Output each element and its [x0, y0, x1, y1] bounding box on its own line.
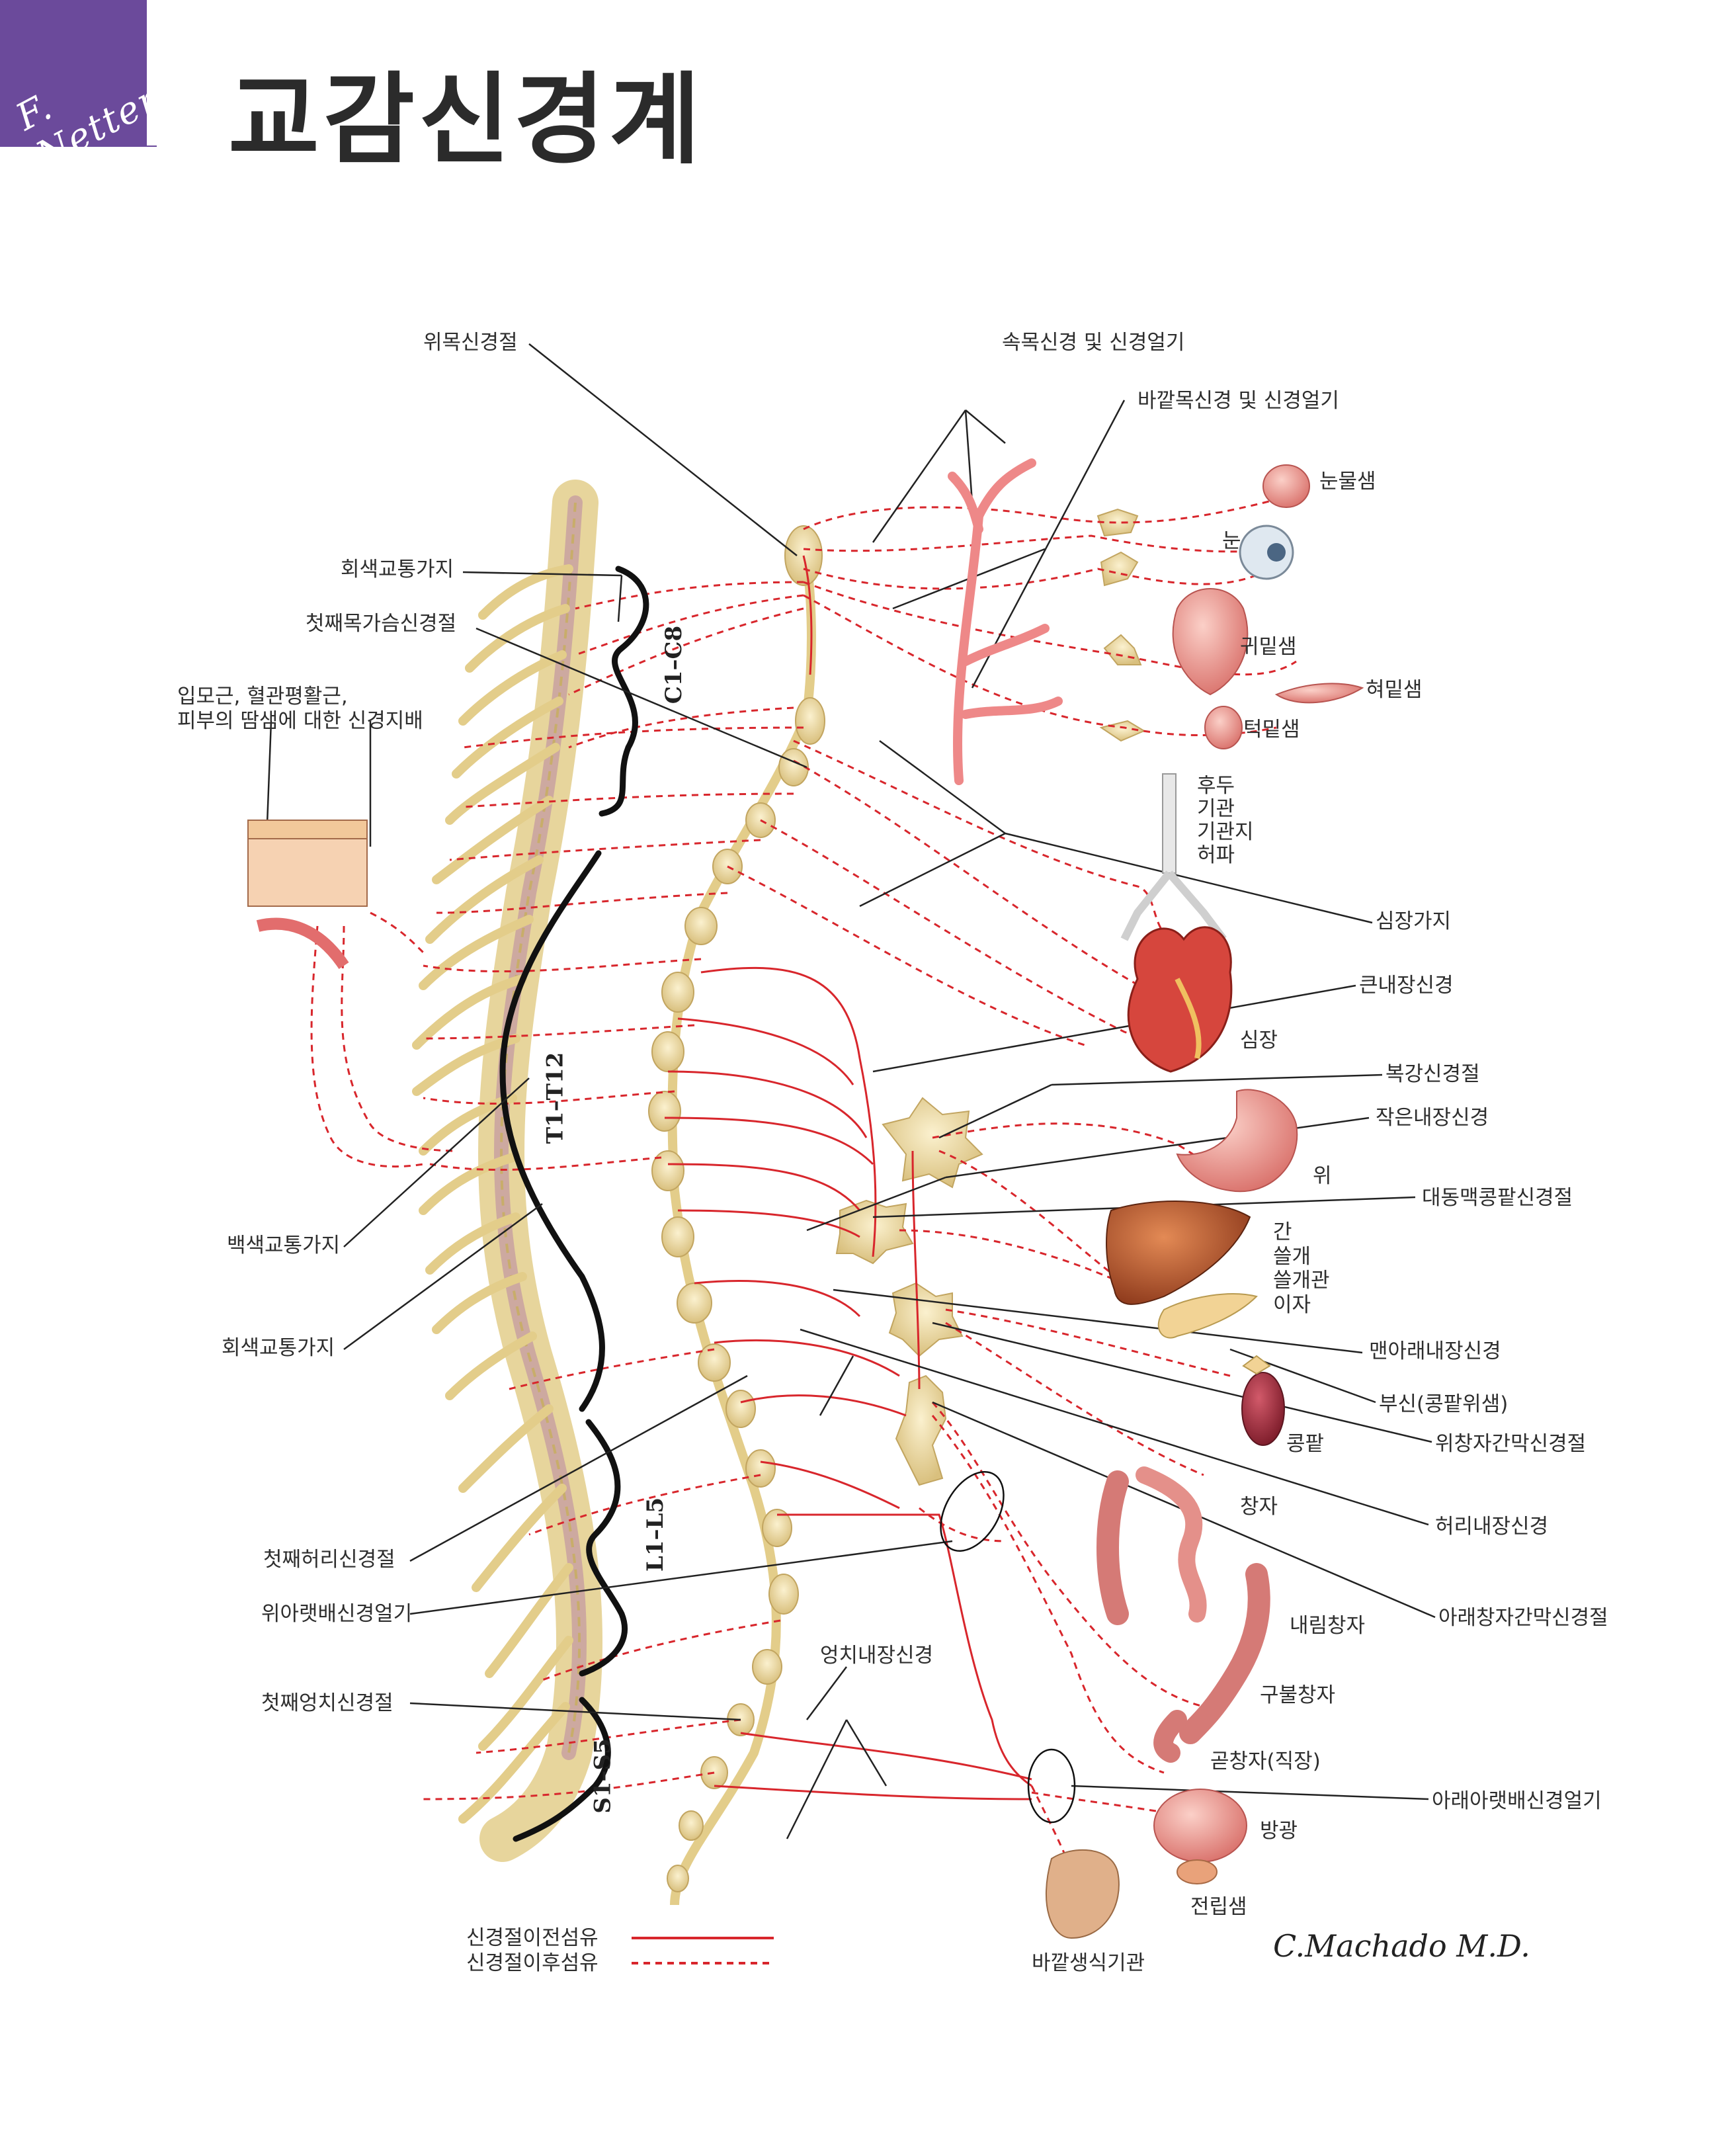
superior-mesenteric-shape	[888, 1282, 964, 1357]
pancreas-shape	[1157, 1293, 1258, 1339]
label-lesser-splanchnic: 작은내장신경	[1376, 1106, 1489, 1130]
label-trachea: 기관	[1197, 797, 1235, 821]
postganglionic-fibers	[310, 495, 1297, 1892]
label-gray-ramus-top: 회색교통가지	[341, 558, 454, 581]
label-internal-carotid: 속목신경 및 신경얼기	[1002, 331, 1185, 355]
segment-thoracic: T1–T12	[542, 1052, 569, 1144]
skin-block	[247, 820, 368, 970]
sympathetic-chain	[648, 525, 825, 1906]
submandibular-shape	[1204, 706, 1243, 749]
label-lacrimal: 눈물샘	[1319, 470, 1376, 493]
segment-lumbar: L1–L5	[642, 1497, 669, 1572]
label-sacral-splanchnic: 엉치내장신경	[820, 1644, 934, 1668]
label-first-sacral: 첫째엉치신경절	[261, 1691, 393, 1715]
label-gray-ramus-mid: 회색교통가지	[222, 1336, 335, 1360]
label-first-lumbar: 첫째허리신경절	[263, 1548, 395, 1572]
header-rule	[147, 146, 157, 147]
label-cardiac-branches: 심장가지	[1376, 909, 1452, 933]
preganglionic-fibers	[664, 555, 1032, 1800]
label-superior-hypogastric: 위아랫배신경얼기	[261, 1602, 413, 1626]
skin-innervation-text: 입모근, 혈관평활근, 피부의 땀샘에 대한 신경지배	[177, 685, 423, 734]
eye-shape	[1239, 525, 1294, 580]
label-external-carotid: 바깥목신경 및 신경얼기	[1137, 389, 1339, 413]
trachea-shape	[1162, 773, 1177, 874]
label-white-ramus: 백색교통가지	[227, 1234, 341, 1257]
label-skin-innervation: 입모근, 혈관평활근, 피부의 땀샘에 대한 신경지배	[177, 685, 423, 734]
label-kidney: 콩팥	[1286, 1432, 1325, 1456]
inferior-mesenteric-shape	[895, 1374, 947, 1486]
stomach-shape	[1176, 1089, 1298, 1193]
label-lumbar-splanchnic: 허리내장신경	[1435, 1515, 1549, 1539]
segment-brackets	[499, 566, 649, 1842]
label-stomach: 위	[1313, 1164, 1332, 1188]
parotid-shape	[1172, 588, 1249, 696]
prostate-shape	[1177, 1859, 1218, 1884]
label-external-genitalia: 바깥생식기관	[1032, 1951, 1145, 1975]
label-rectum: 곧창자(직장)	[1210, 1750, 1321, 1773]
label-sublingual: 혀밑샘	[1366, 678, 1423, 702]
label-eye: 눈	[1222, 529, 1241, 553]
superior-hypogastric-ring	[940, 1471, 1005, 1552]
heart-shape	[1127, 926, 1233, 1073]
intestines	[1096, 1466, 1270, 1763]
spinal-nerves	[412, 564, 573, 1824]
label-superior-mesenteric: 위창자간막신경절	[1435, 1432, 1587, 1456]
eye-iris-shape	[1267, 543, 1286, 562]
label-bronchi: 기관지	[1197, 820, 1254, 844]
label-submandibular: 턱밑샘	[1243, 718, 1300, 741]
leader-lines	[263, 343, 1436, 1839]
label-inferior-mesenteric: 아래창자간막신경절	[1438, 1606, 1608, 1630]
label-adrenal: 부신(콩팥위샘)	[1379, 1392, 1509, 1416]
lacrimal-gland-shape	[1262, 464, 1310, 508]
prevertebral-ganglia	[835, 508, 1146, 1486]
label-bladder: 방광	[1260, 1819, 1298, 1843]
label-celiac-ganglion: 복강신경절	[1385, 1062, 1480, 1086]
label-gallbladder: 쓸개	[1273, 1245, 1311, 1269]
legend-postganglionic: 신경절이후섬유	[466, 1951, 599, 1975]
label-greater-splanchnic: 큰내장신경	[1359, 974, 1454, 997]
label-superior-cervical-ganglion: 위목신경절	[423, 331, 518, 355]
label-pancreas: 이자	[1273, 1293, 1311, 1317]
label-prostate: 전립샘	[1190, 1895, 1247, 1919]
netter-badge: F. Netter M.D.	[0, 0, 166, 215]
label-heart: 심장	[1240, 1029, 1278, 1052]
head-organs	[948, 458, 1364, 785]
kidney-shape	[1241, 1372, 1285, 1446]
carotid-arteries	[948, 458, 1063, 785]
label-sigmoid-colon: 구불창자	[1260, 1683, 1336, 1707]
label-liver: 간	[1273, 1220, 1292, 1244]
label-first-thoracic: 첫째목가슴신경절	[306, 612, 457, 636]
label-aorticorenal: 대동맥콩팥신경절	[1422, 1186, 1573, 1210]
liver-shape	[1106, 1201, 1251, 1305]
genitalia-shape	[1046, 1849, 1120, 1939]
label-intestine: 창자	[1240, 1495, 1278, 1519]
celiac-ganglion-shape	[882, 1097, 983, 1189]
artist-signature: C.Machado M.D.	[1273, 1928, 1530, 1964]
label-inferior-hypogastric: 아래아랫배신경얼기	[1432, 1789, 1602, 1813]
segment-cervical: C1–C8	[661, 625, 688, 704]
segment-sacral: S1–S5	[589, 1738, 616, 1814]
label-least-splanchnic: 맨아래내장신경	[1369, 1339, 1501, 1363]
sublingual-shape	[1274, 683, 1364, 704]
legend-preganglionic: 신경절이전섬유	[466, 1926, 599, 1950]
bladder-shape	[1153, 1789, 1247, 1863]
page-title: 교감신경계	[228, 63, 705, 178]
label-lungs: 허파	[1197, 843, 1235, 867]
label-bile-ducts: 쓸개관	[1273, 1269, 1330, 1292]
label-larynx: 후두	[1197, 774, 1235, 798]
inferior-hypogastric-ring	[1027, 1748, 1076, 1824]
spinal-column	[478, 480, 603, 1862]
label-descending-colon: 내림창자	[1290, 1614, 1366, 1638]
adrenal-shape	[1242, 1355, 1271, 1375]
label-parotid: 귀밑샘	[1240, 635, 1297, 659]
heart-shape-group	[1127, 926, 1233, 1073]
